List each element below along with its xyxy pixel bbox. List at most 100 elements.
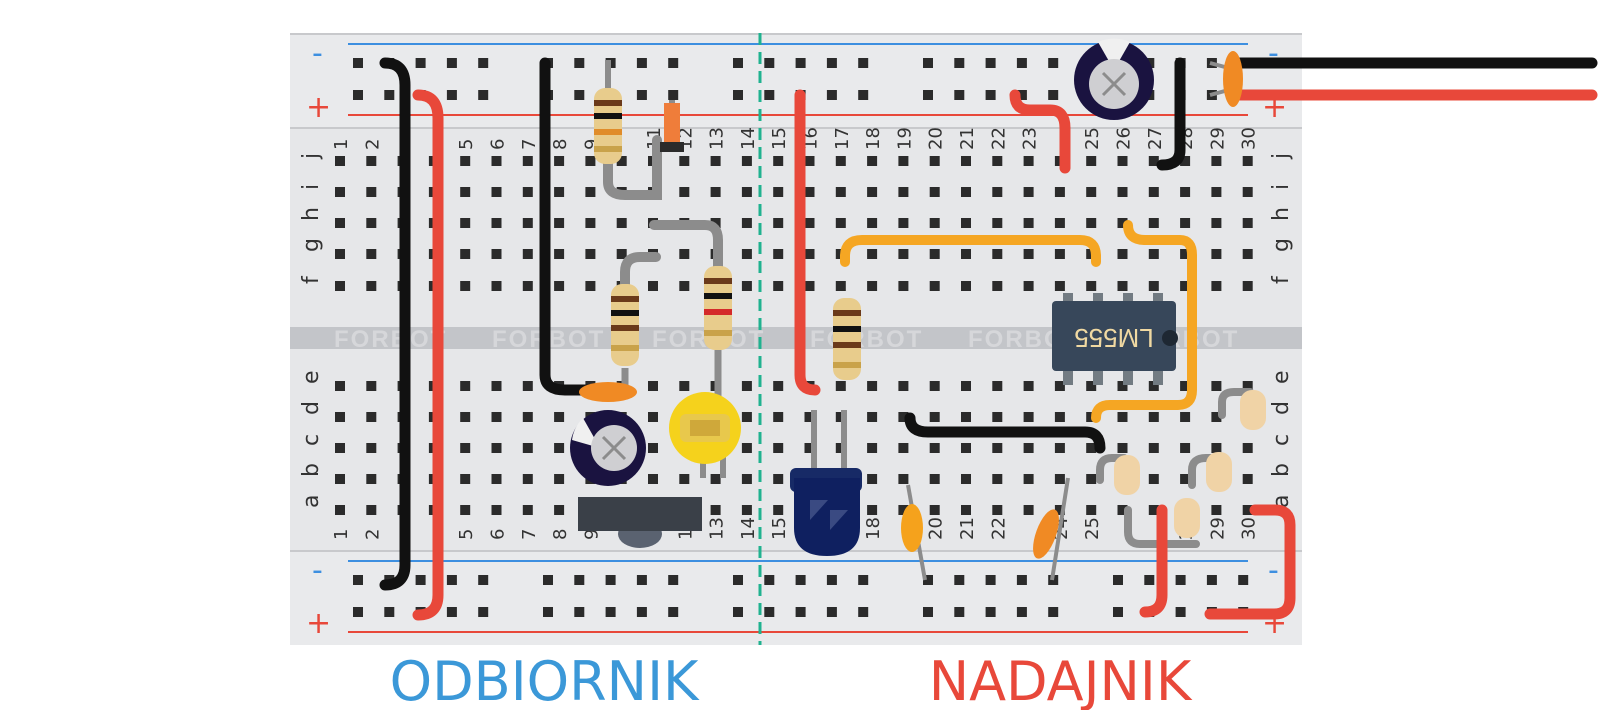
breadboard-hole: [773, 218, 784, 228]
breadboard-hole: [522, 187, 533, 197]
breadboard-hole: [961, 412, 971, 422]
rail-minus-sign: -: [1268, 36, 1279, 71]
breadboard-hole: [574, 90, 585, 100]
row-letter-g: g: [299, 238, 324, 252]
breadboard-hole: [923, 58, 933, 68]
breadboard-hole: [1023, 218, 1034, 228]
breadboard-hole: [1242, 249, 1253, 259]
breadboard-hole: [992, 218, 1003, 228]
column-number: 1: [331, 529, 352, 540]
column-number: 25: [1082, 127, 1103, 150]
column-number: 21: [957, 127, 978, 150]
breadboard-hole: [1148, 187, 1159, 197]
breadboard-hole: [335, 505, 345, 515]
breadboard-hole: [961, 187, 971, 197]
breadboard-hole: [522, 412, 533, 422]
breadboard-hole: [335, 156, 345, 166]
breadboard-hole: [1175, 607, 1186, 617]
breadboard-hole: [804, 443, 815, 453]
column-number: 29: [1207, 517, 1228, 540]
breadboard-hole: [460, 249, 471, 259]
row-letter-f: f: [1269, 275, 1294, 284]
breadboard-hole: [773, 249, 784, 259]
breadboard-hole: [1211, 187, 1222, 197]
breadboard-hole: [992, 187, 1003, 197]
column-number: 9: [581, 139, 602, 150]
breadboard-hole: [522, 474, 533, 484]
breadboard-hole: [1048, 58, 1059, 68]
breadboard-hole: [1242, 443, 1253, 453]
breadboard-hole: [1054, 187, 1065, 197]
breadboard-hole: [554, 156, 565, 166]
breadboard-hole: [491, 156, 502, 166]
breadboard-hole: [460, 474, 471, 484]
breadboard-hole: [961, 474, 971, 484]
breadboard-hole: [741, 281, 752, 291]
breadboard-hole: [826, 575, 837, 585]
breadboard-hole: [710, 505, 721, 515]
breadboard-hole: [460, 281, 471, 291]
breadboard-hole: [923, 575, 933, 585]
breadboard-hole: [1117, 412, 1128, 422]
breadboard-hole: [585, 218, 596, 228]
breadboard-hole: [1211, 218, 1222, 228]
breadboard-hole: [446, 607, 457, 617]
breadboard-hole: [858, 90, 869, 100]
gray-jumper-wire: [1124, 506, 1200, 548]
breadboard-hole: [1086, 443, 1097, 453]
breadboard-hole: [867, 249, 878, 259]
breadboard-hole: [1148, 249, 1159, 259]
small-resistor: [1174, 498, 1200, 538]
breadboard-hole: [1117, 281, 1128, 291]
breadboard-hole: [804, 156, 815, 166]
breadboard-hole: [353, 575, 363, 585]
breadboard-hole: [1148, 381, 1159, 391]
breadboard-hole: [1148, 281, 1159, 291]
breadboard-hole: [1023, 156, 1034, 166]
breadboard-hole: [616, 249, 627, 259]
breadboard-hole: [795, 607, 806, 617]
breadboard-hole: [867, 412, 878, 422]
column-number: 5: [456, 529, 477, 540]
breadboard-hole: [929, 443, 940, 453]
breadboard-hole: [668, 607, 679, 617]
breadboard-hole: [961, 281, 971, 291]
breadboard-hole: [741, 474, 752, 484]
breadboard-hole: [741, 218, 752, 228]
breadboard-hole: [867, 156, 878, 166]
breadboard-hole: [741, 187, 752, 197]
breadboard-hole: [335, 218, 345, 228]
breadboard-hole: [1054, 249, 1065, 259]
column-number: 13: [707, 127, 728, 150]
breadboard-hole: [764, 575, 775, 585]
power-jumper-wire: [1139, 504, 1168, 618]
breadboard-hole: [804, 281, 815, 291]
breadboard-hole: [522, 218, 533, 228]
breadboard-hole: [835, 412, 846, 422]
breadboard-hole: [1054, 281, 1065, 291]
breadboard-hole: [585, 156, 596, 166]
breadboard-hole: [867, 443, 878, 453]
breadboard-hole: [733, 58, 743, 68]
breadboard-hole: [898, 156, 909, 166]
gray-jumper-wire: [649, 220, 723, 275]
breadboard-hole: [460, 218, 471, 228]
breadboard-hole: [636, 90, 647, 100]
breadboard-hole: [679, 381, 690, 391]
row-letter-d: d: [299, 401, 324, 415]
breadboard-hole: [835, 187, 846, 197]
row-letter-g: g: [1269, 238, 1294, 252]
ceramic-capacitor: [1033, 477, 1070, 581]
breadboard-hole: [961, 249, 971, 259]
breadboard-hole: [554, 443, 565, 453]
row-letter-i: i: [1269, 184, 1294, 190]
power-jumper-wire: [794, 89, 821, 396]
column-number: 9: [581, 529, 602, 540]
breadboard-hole: [1048, 607, 1059, 617]
breadboard-hole: [1054, 381, 1065, 391]
breadboard-hole: [1180, 187, 1191, 197]
breadboard-hole: [605, 607, 616, 617]
breadboard-hole: [522, 381, 533, 391]
breadboard-hole: [335, 474, 345, 484]
breadboard-hole: [460, 412, 471, 422]
